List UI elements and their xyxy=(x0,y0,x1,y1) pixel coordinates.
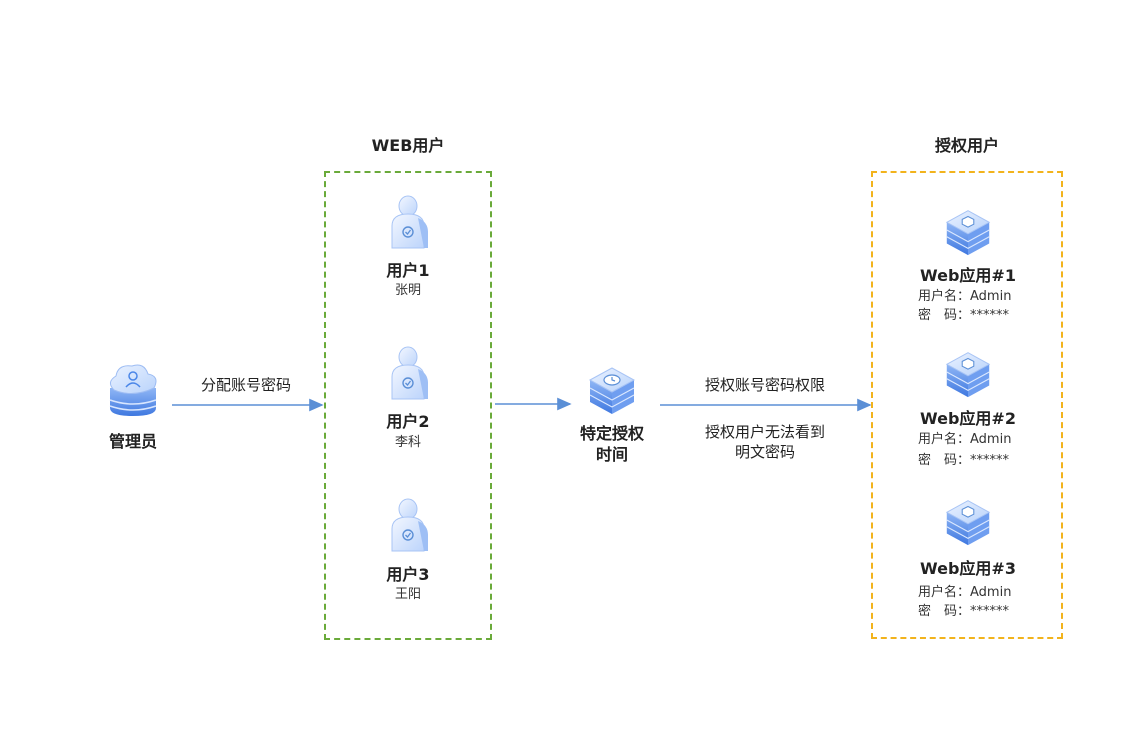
web-users-title: WEB用户 xyxy=(371,136,445,155)
user-lock-icon xyxy=(391,498,428,552)
web-app-1-label: Web应用#1 xyxy=(920,266,1016,285)
app-server-icon xyxy=(945,210,991,256)
password-value: ****** xyxy=(970,308,1010,323)
timer-label-line2: 时间 xyxy=(595,445,628,464)
web-user-1-label: 用户1 xyxy=(386,261,430,280)
user-value: Admin xyxy=(970,432,1012,447)
app-server-icon xyxy=(945,352,991,398)
authorized-group xyxy=(871,171,1063,639)
password-key: 密 码： xyxy=(918,453,971,468)
user-lock-icon xyxy=(391,195,428,249)
user-key: 用户名： xyxy=(918,432,971,447)
web-app-3-password: 密 码：****** xyxy=(918,600,1009,619)
web-user-1 xyxy=(378,192,438,252)
admin-node xyxy=(100,360,166,420)
app-server-icon xyxy=(945,500,991,546)
user-lock-icon xyxy=(391,346,428,400)
admin-cloud-icon xyxy=(109,364,157,416)
user-key: 用户名： xyxy=(918,289,971,304)
web-app-1-password: 密 码：****** xyxy=(918,304,1009,323)
web-user-1-name: 张明 xyxy=(394,283,421,298)
user-value: Admin xyxy=(970,585,1012,600)
web-app-2-user: 用户名：Admin xyxy=(918,428,1011,447)
web-app-1-user: 用户名：Admin xyxy=(918,285,1011,304)
authorized-title: 授权用户 xyxy=(934,136,999,155)
clock-server-icon xyxy=(588,367,636,414)
web-app-2-label: Web应用#2 xyxy=(920,409,1016,428)
web-users-group xyxy=(324,171,492,640)
web-app-3 xyxy=(941,492,995,548)
user-key: 用户名： xyxy=(918,585,971,600)
web-app-2-password: 密 码：****** xyxy=(918,449,1009,468)
password-key: 密 码： xyxy=(918,308,971,323)
web-user-3-name: 王阳 xyxy=(394,587,421,602)
web-app-2 xyxy=(941,344,995,400)
grant-edge-label-2: 授权用户无法看到 xyxy=(704,423,825,441)
grant-edge-label-3: 明文密码 xyxy=(734,443,795,461)
password-value: ****** xyxy=(970,604,1010,619)
user-value: Admin xyxy=(970,289,1012,304)
web-user-2-label: 用户2 xyxy=(386,412,430,431)
timer-label-line1: 特定授权 xyxy=(579,424,644,443)
password-key: 密 码： xyxy=(918,604,971,619)
timer-node xyxy=(584,360,640,416)
web-app-1 xyxy=(941,202,995,258)
password-value: ****** xyxy=(970,453,1010,468)
web-user-3 xyxy=(378,495,438,555)
assign-edge-label: 分配账号密码 xyxy=(200,376,291,394)
web-user-3-label: 用户3 xyxy=(386,565,430,584)
web-app-3-label: Web应用#3 xyxy=(920,559,1016,578)
admin-label: 管理员 xyxy=(108,432,157,451)
web-user-2-name: 李科 xyxy=(394,435,421,450)
web-user-2 xyxy=(378,343,438,403)
web-app-3-user: 用户名：Admin xyxy=(918,581,1011,600)
grant-edge-label-1: 授权账号密码权限 xyxy=(704,376,825,394)
